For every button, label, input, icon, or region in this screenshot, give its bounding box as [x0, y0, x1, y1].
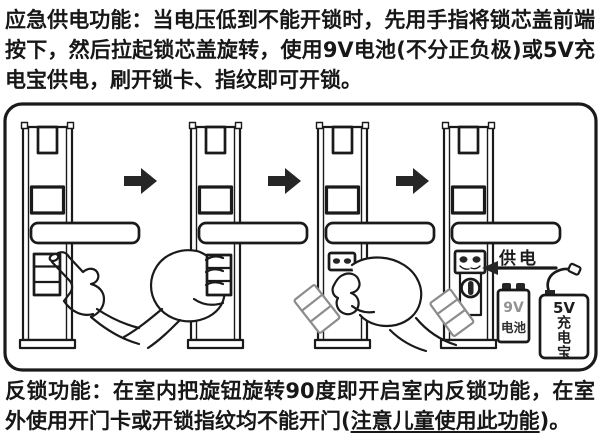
rotating-lock-cover-icon: [293, 284, 341, 334]
step-arrow-icon: [268, 168, 301, 194]
anti-lock-emphasis: 注意儿童使用此功能: [350, 409, 540, 433]
panel-foot: [313, 338, 372, 350]
display-window-icon: [29, 185, 66, 215]
mount-cap-icon: [188, 121, 197, 130]
card-slot-icon: [331, 125, 354, 155]
power-bank-voltage-label: 5V: [552, 299, 576, 317]
door-handle: [324, 221, 436, 245]
emergency-power-heading: 应急供电功能：: [5, 8, 153, 32]
battery-voltage-label: 9V: [503, 300, 524, 316]
pressing-finger-hand-icon: [48, 251, 141, 346]
display-window-icon: [450, 185, 487, 215]
door-handle: [450, 221, 562, 245]
panel-foot: [186, 338, 245, 350]
door-handle: [29, 221, 141, 245]
mount-cap-icon: [441, 121, 450, 130]
power-supply-label: 供电: [499, 249, 539, 269]
lock-steps-illustration: [3, 102, 598, 372]
mount-cap-icon: [66, 121, 75, 130]
step-arrow-icon: [124, 168, 157, 194]
hanging-lock-cover-icon: [429, 288, 475, 337]
lock-cover-held-icon: [205, 253, 233, 297]
pulling-hand-icon: [122, 249, 233, 350]
step-arrow-icon: [396, 168, 429, 194]
mount-cap-icon: [315, 121, 324, 130]
contact-pins-icon: [327, 251, 357, 272]
door-lock-panel-1: [18, 121, 141, 350]
mount-cap-icon: [487, 121, 496, 130]
plug-icon: [567, 262, 582, 276]
emergency-power-body: 当电压低到不能开锁时，先用手指将锁芯盖前端按下，然后拉起锁芯盖旋转，使用9V电池…: [5, 8, 596, 92]
mount-cap-icon: [361, 121, 370, 130]
card-slot-icon: [36, 125, 59, 155]
card-slot-icon: [204, 125, 227, 155]
display-window-icon: [324, 185, 361, 215]
mount-cap-icon: [234, 121, 243, 130]
mount-cap-icon: [20, 121, 29, 130]
keyhole-icon: [458, 271, 483, 317]
anti-lock-body-end: )。: [539, 409, 571, 433]
anti-lock-section: 反锁功能：在室内把旋钮旋转90度即开启室内反锁功能，在室外使用开门卡或开锁指纹均…: [5, 376, 595, 436]
anti-lock-heading: 反锁功能：: [5, 379, 113, 403]
emergency-power-section: 应急供电功能：当电压低到不能开锁时，先用手指将锁芯盖前端按下，然后拉起锁芯盖旋转…: [5, 5, 595, 95]
door-handle: [197, 221, 309, 245]
panel-foot: [18, 338, 77, 350]
power-bank-icon: [538, 262, 590, 360]
battery-word-label: 电池: [500, 320, 526, 335]
panel-foot: [439, 338, 498, 350]
rotating-hand-icon: [331, 256, 458, 353]
card-slot-icon: [457, 125, 480, 155]
emergency-power-diagram: 供电 9V 电池 5V 充电宝: [0, 102, 600, 374]
power-supply-arrow-icon: [482, 261, 558, 275]
power-bank-word-label: 充电宝: [555, 315, 571, 360]
battery-9v-icon: [496, 283, 531, 344]
display-window-icon: [197, 185, 234, 215]
anti-lock-body-start: 在室内把旋钮旋转90度即开启室内反锁功能，在室外使用开门卡或开锁指纹均不能开门(: [5, 379, 595, 433]
emergency-power-contacts-icon: [453, 249, 487, 275]
